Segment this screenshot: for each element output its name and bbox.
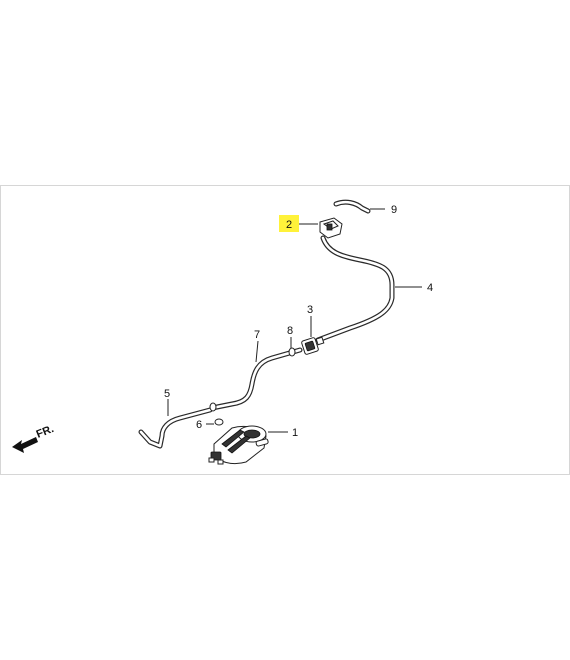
part-8-ring[interactable] xyxy=(288,347,296,357)
part-1-canister[interactable] xyxy=(208,425,269,465)
direction-label: FR. xyxy=(35,423,56,441)
callout-1[interactable]: 1 xyxy=(292,427,298,439)
callout-8[interactable]: 8 xyxy=(287,325,293,337)
part-7-hose[interactable] xyxy=(209,347,303,411)
part-6-clamp[interactable] xyxy=(209,402,224,426)
part-9-hose[interactable] xyxy=(333,199,371,214)
callout-5[interactable]: 5 xyxy=(164,388,170,400)
callout-labels: 9 2 4 3 8 7 5 6 1 xyxy=(164,204,433,439)
callout-2-highlight xyxy=(279,215,299,232)
callout-9[interactable]: 9 xyxy=(391,204,397,216)
part-5-hose[interactable] xyxy=(138,407,213,449)
part-3-valve[interactable] xyxy=(301,336,325,355)
part-4-hose[interactable] xyxy=(315,235,395,343)
callout-2[interactable]: 2 xyxy=(286,219,292,231)
arrow-left-icon xyxy=(12,437,38,453)
leader-lines xyxy=(167,208,422,433)
callout-7[interactable]: 7 xyxy=(254,329,260,341)
callout-6[interactable]: 6 xyxy=(196,419,202,431)
callout-4[interactable]: 4 xyxy=(427,282,433,294)
callout-3[interactable]: 3 xyxy=(307,304,313,316)
front-direction-indicator: FR. xyxy=(12,423,56,453)
part-2-clip[interactable] xyxy=(319,217,343,239)
